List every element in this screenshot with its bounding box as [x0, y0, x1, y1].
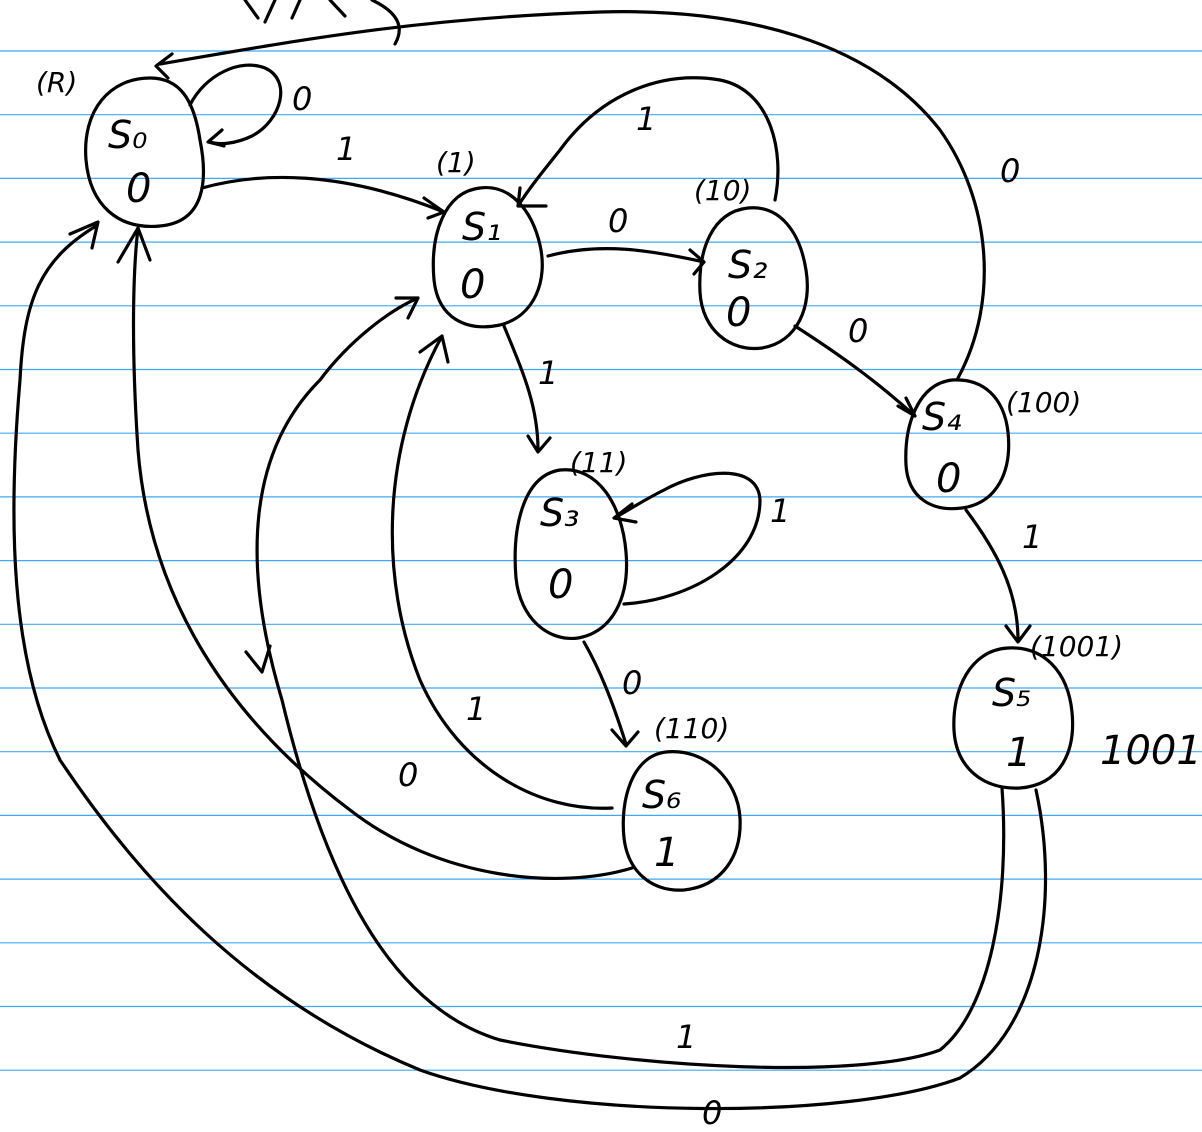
transition-s1-s2-arrow	[546, 246, 706, 276]
transition-s4-s5-arrow	[964, 508, 1032, 644]
transition-s3-s3: 1	[612, 471, 790, 606]
transition-s5-s1: 1	[244, 296, 1006, 1070]
transition-s5-s0-arrow	[12, 220, 1048, 1111]
transition-s3-s3-label: 1	[770, 492, 790, 530]
transition-s3-s6-label: 0	[622, 664, 642, 702]
notebook-rules	[0, 50, 1202, 1071]
transition-s6-s1-arrow	[390, 334, 614, 810]
transition-s2-s4: 0	[793, 312, 917, 418]
transition-s3-s3-arrow	[612, 471, 762, 606]
transition-s5-s1-arrow	[255, 296, 1006, 1070]
top-fragment-stroke	[243, 0, 401, 46]
transition-s6-s1: 1	[390, 334, 614, 810]
transition-s0-s0-arrow	[188, 63, 283, 148]
state-s0-encoding: (R)	[36, 66, 77, 99]
state-s6-output: 1	[654, 830, 679, 876]
transition-s3-s6-arrow	[582, 640, 640, 748]
state-s2-name: S₂	[728, 243, 767, 287]
state-s1-encoding: (1)	[436, 146, 476, 179]
transition-s4-s5-label: 1	[1022, 518, 1042, 556]
state-s5-output: 1	[1006, 730, 1031, 776]
transition-s0-s1-label: 1	[336, 130, 356, 168]
transition-s6-s1-label: 1	[466, 690, 486, 728]
sequence-note: 1001	[1100, 728, 1202, 774]
state-s5-name: S₅	[992, 671, 1031, 715]
transition-s2-s1-arrow	[516, 76, 780, 208]
state-s4: S₄ 0 (100)	[904, 378, 1081, 511]
state-s3-name: S₃	[540, 491, 579, 535]
transition-s4-s0-arrow	[154, 10, 986, 380]
state-s5-circle	[952, 646, 1075, 790]
state-s2-encoding: (10)	[694, 174, 751, 207]
state-s4-encoding: (100)	[1006, 386, 1081, 419]
transition-s2-s1-label: 1	[636, 100, 656, 138]
state-s1: S₁ 0 (1)	[431, 146, 544, 329]
transition-s5-s1-tick	[244, 644, 272, 674]
state-s1-name: S₁	[462, 205, 501, 249]
state-s6-encoding: (110)	[654, 712, 729, 745]
transition-s2-s4-arrow	[793, 324, 917, 418]
state-s6: S₆ 1 (110)	[621, 712, 742, 892]
transition-s1-s3-arrow	[502, 324, 552, 454]
state-s0-output: 0	[126, 166, 151, 212]
state-s3-circle	[513, 468, 629, 641]
state-s1-output: 0	[460, 262, 485, 308]
transition-s5-s0-label: 0	[702, 1094, 722, 1132]
transition-s1-s2: 0	[546, 202, 706, 276]
transition-s4-s0-label: 0	[1000, 152, 1020, 190]
state-s3-output: 0	[548, 562, 573, 608]
transition-s4-s0: 0	[154, 10, 1020, 380]
state-s0-name: S₀	[108, 113, 147, 157]
transition-s4-s5: 1	[964, 508, 1042, 644]
state-s3: S₃ 0 (11)	[513, 446, 629, 641]
transition-s6-s0: 0	[116, 226, 634, 880]
transition-s5-s1-label: 1	[676, 1018, 696, 1056]
transition-s6-s0-arrow	[116, 226, 634, 880]
state-s2: S₂ 0 (10)	[694, 174, 809, 351]
transition-s0-s1-arrow	[200, 175, 446, 220]
state-s5: S₅ 1 (1001)	[952, 630, 1123, 790]
transition-s0-s0-label: 0	[292, 80, 312, 118]
transition-s2-s1: 1	[516, 76, 780, 208]
state-s4-name: S₄	[922, 395, 961, 439]
state-s6-circle	[621, 750, 742, 892]
state-s0: S₀ 0 (R)	[36, 66, 206, 228]
state-s4-output: 0	[936, 456, 961, 502]
transition-s0-s0: 0	[188, 63, 312, 148]
transition-s1-s2-label: 0	[608, 202, 628, 240]
transition-s1-s3: 1	[502, 324, 558, 454]
transition-s3-s6: 0	[582, 640, 642, 748]
transition-s0-s1: 1	[200, 130, 446, 220]
state-s0-circle	[84, 76, 206, 228]
state-s4-circle	[904, 378, 1011, 511]
state-s3-encoding: (11)	[570, 446, 627, 479]
state-s6-name: S₆	[642, 773, 681, 817]
transition-s1-s3-label: 1	[538, 354, 558, 392]
state-s1-circle	[431, 186, 544, 329]
transition-s2-s4-label: 0	[848, 312, 868, 350]
state-s2-output: 0	[726, 290, 751, 336]
state-s2-circle	[698, 206, 809, 351]
state-s5-encoding: (1001)	[1030, 630, 1123, 663]
transition-s5-s0: 0	[12, 220, 1048, 1132]
transition-s6-s0-label: 0	[398, 756, 418, 794]
